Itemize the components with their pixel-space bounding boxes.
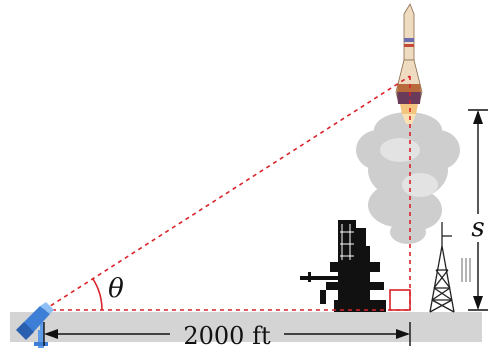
antenna-tower <box>429 222 455 313</box>
distance-arrow-left <box>44 329 58 339</box>
tower-lattice <box>340 224 354 260</box>
ground <box>10 312 482 342</box>
sight-line <box>43 75 411 311</box>
antenna-wires <box>461 258 471 282</box>
right-angle-marker <box>389 289 411 311</box>
rocket <box>395 3 423 124</box>
distance-label: 2000 ft <box>183 322 271 350</box>
height-label: s <box>471 213 484 243</box>
height-arrow-top <box>473 110 483 124</box>
height-arrow-bottom <box>473 296 483 310</box>
angle-arc <box>92 278 103 311</box>
height-dimension <box>468 109 488 311</box>
distance-arrow-right <box>396 329 410 339</box>
angle-label: θ <box>108 274 124 304</box>
camera-icon <box>16 302 54 348</box>
launch-tower <box>300 220 386 312</box>
